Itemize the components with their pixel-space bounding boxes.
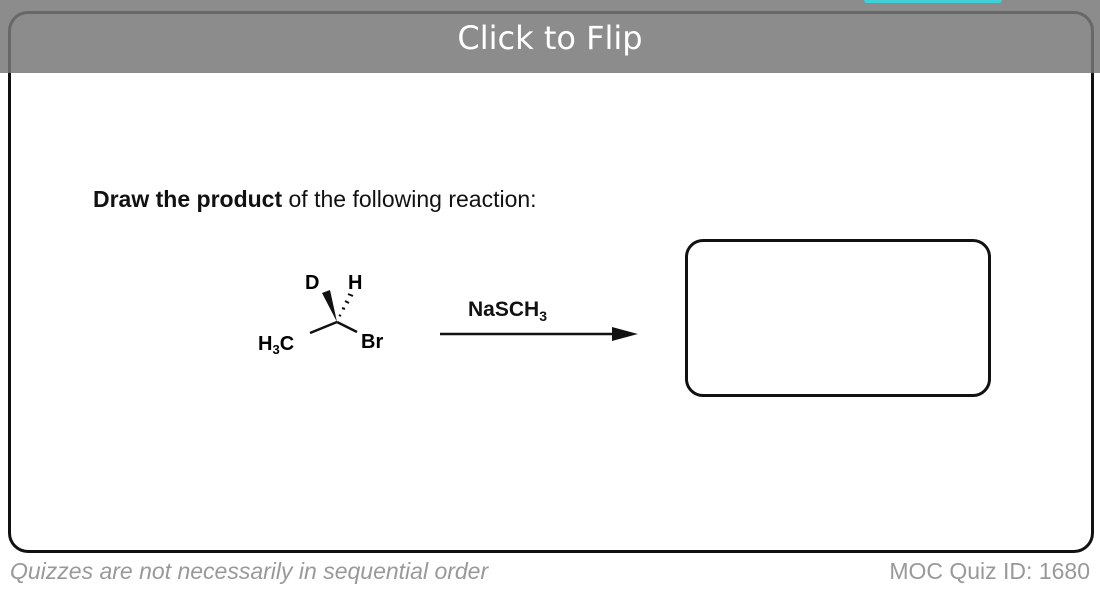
question-text: Draw the product of the following reacti… (93, 186, 537, 213)
reactant-molecule: D H H3C Br (258, 272, 383, 357)
question-rest: of the following reaction: (282, 186, 537, 212)
reagent-sub: 3 (539, 308, 547, 325)
atom-br: Br (361, 331, 383, 353)
flashcard[interactable] (8, 11, 1094, 553)
quiz-id: MOC Quiz ID: 1680 (889, 558, 1090, 584)
flip-label: Click to Flip (457, 19, 643, 57)
atom-d: D (305, 272, 319, 294)
hash-bond (338, 293, 354, 317)
progress-accent-bar (864, 0, 1002, 3)
atom-h: H (348, 272, 362, 294)
reaction-arrow (440, 327, 638, 341)
answer-box (685, 239, 991, 397)
sequence-note: Quizzes are not necessarily in sequentia… (10, 558, 489, 584)
reagent-main: NaSCH (468, 298, 540, 321)
question-bold: Draw the product (93, 186, 283, 212)
wedge-bond (322, 290, 337, 322)
flip-banner[interactable]: Click to Flip (0, 0, 1100, 73)
atom-ch3: H3C (258, 333, 294, 357)
reagent-label: NaSCH3 (468, 298, 547, 324)
